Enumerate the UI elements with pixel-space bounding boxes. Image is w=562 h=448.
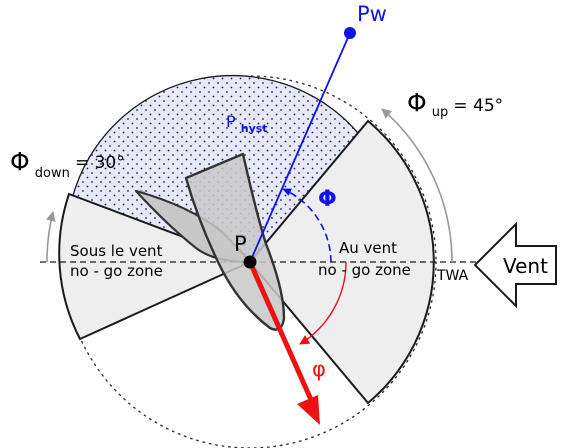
- twa-label: TWA: [436, 268, 469, 284]
- no-go-zone-left-label: no - go zone: [70, 262, 163, 280]
- p-label: P: [234, 232, 247, 256]
- varphi-angle-arc: [299, 261, 347, 345]
- pw-direction-line: [249, 32, 351, 263]
- p-hyst-label: P hyst: [226, 112, 268, 135]
- pw-label: Pw: [357, 2, 387, 26]
- heading-arrow-head: [297, 395, 320, 425]
- pw-point: [344, 27, 356, 39]
- vent-arrow: [473, 221, 557, 309]
- au-vent-label: Au vent: [339, 239, 397, 257]
- sous-le-vent-label: Sous le vent: [70, 242, 163, 260]
- heading-arrow: [247, 260, 315, 404]
- p-hyst-arc: [71, 74, 367, 200]
- phi-down-arc-arrow: [45, 211, 56, 263]
- phi-up-arc-arrow: [381, 108, 453, 263]
- phi-angle-arc: [282, 188, 332, 263]
- point-p: [243, 255, 257, 269]
- vent-label: Vent: [503, 254, 548, 278]
- varphi-label: φ: [312, 357, 326, 381]
- phi-down-label: Φ down = 30°: [10, 147, 125, 181]
- outer-dotted-circle: [63, 75, 437, 448]
- phi-up-label: Φ up = 45°: [407, 88, 503, 120]
- no-go-zone-right-label: no - go zone: [318, 261, 411, 279]
- downwind-no-go-zone: [58, 192, 253, 341]
- phi-angle-label: Φ: [318, 187, 337, 212]
